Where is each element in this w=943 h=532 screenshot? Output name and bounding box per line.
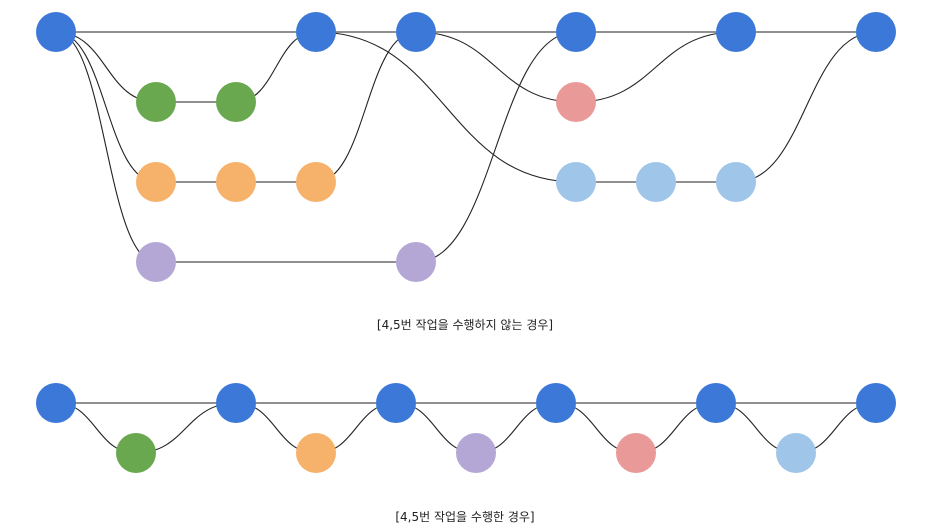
commit-node-main-n2 [216,383,256,423]
edge-m1-p1 [55,31,157,263]
commit-node-main-n4 [536,383,576,423]
commit-node-purple-s3 [456,433,496,473]
commit-node-main-m3 [396,12,436,52]
commit-node-green-g2 [216,82,256,122]
commit-node-lightblue-b2 [636,162,676,202]
diagram-1-nodes [36,12,896,282]
edge-m3-k1 [415,31,577,103]
commit-node-green-s1 [116,433,156,473]
commit-node-main-n5 [696,383,736,423]
edge-o3-m3 [315,31,417,183]
commit-node-orange-s2 [296,433,336,473]
commit-node-pink-s4 [616,433,656,473]
commit-node-orange-o3 [296,162,336,202]
edge-m2-b1 [315,31,577,183]
commit-node-main-n6 [856,383,896,423]
commit-node-green-g1 [136,82,176,122]
commit-node-lightblue-s5 [776,433,816,473]
commit-node-main-m4 [556,12,596,52]
diagram-2-nodes [36,383,896,473]
commit-node-lightblue-b1 [556,162,596,202]
commit-node-main-n1 [36,383,76,423]
diagram-without-tasks-4-5: [4,5번 작업을 수행하지 않는 경우] [36,12,896,332]
commit-node-main-m5 [716,12,756,52]
edge-k1-m5 [575,31,737,103]
commit-node-orange-o1 [136,162,176,202]
commit-node-pink-k1 [556,82,596,122]
commit-node-purple-p1 [136,242,176,282]
commit-node-main-m2 [296,12,336,52]
edge-p2-m4 [415,31,577,263]
edge-b3-m6 [735,31,877,183]
commit-node-purple-p2 [396,242,436,282]
commit-node-lightblue-b3 [716,162,756,202]
commit-node-orange-o2 [216,162,256,202]
commit-node-main-m1 [36,12,76,52]
diagram-1-caption: [4,5번 작업을 수행하지 않는 경우] [377,317,553,332]
diagram-1-edges [55,31,877,263]
commit-node-main-n3 [376,383,416,423]
commit-node-main-m6 [856,12,896,52]
diagram-2-caption: [4,5번 작업을 수행한 경우] [395,509,534,524]
diagram-with-tasks-4-5: [4,5번 작업을 수행한 경우] [36,383,896,524]
